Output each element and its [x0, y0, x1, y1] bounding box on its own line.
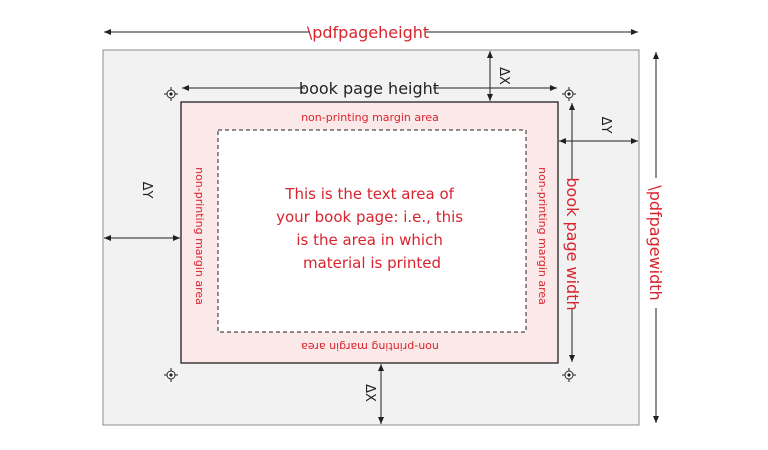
margin-label-right: non-printing margin area — [536, 167, 549, 305]
margin-label-bottom: non-printing margin area — [301, 340, 439, 353]
delta-x-top-label: ΔX — [496, 67, 511, 85]
crop-mark-top-left-icon — [164, 87, 178, 101]
book-page-width-label: book page width — [563, 177, 582, 310]
text-area-line-3: is the area in which — [296, 231, 443, 249]
text-area-description: This is the text area of your book page:… — [276, 185, 468, 272]
delta-y-left-label: ΔY — [139, 182, 154, 199]
pdf-page-width-label: \pdfpagewidth — [646, 185, 665, 300]
pdf-page-height-label: \pdfpageheight — [307, 23, 429, 42]
crop-mark-top-right-icon — [562, 87, 576, 101]
margin-label-left: non-printing margin area — [193, 167, 206, 305]
delta-x-bottom-label: ΔX — [362, 384, 377, 402]
text-area-line-2: your book page: i.e., this — [276, 208, 463, 226]
delta-y-right-label: ΔY — [598, 117, 613, 134]
book-page-height-label: book page height — [299, 79, 439, 98]
margin-label-top: non-printing margin area — [301, 111, 439, 124]
text-area-line-1: This is the text area of — [284, 185, 454, 203]
crop-mark-bottom-left-icon — [164, 368, 178, 382]
text-area-line-4: material is printed — [303, 254, 441, 272]
crop-mark-bottom-right-icon — [562, 368, 576, 382]
text-area — [217, 129, 527, 333]
